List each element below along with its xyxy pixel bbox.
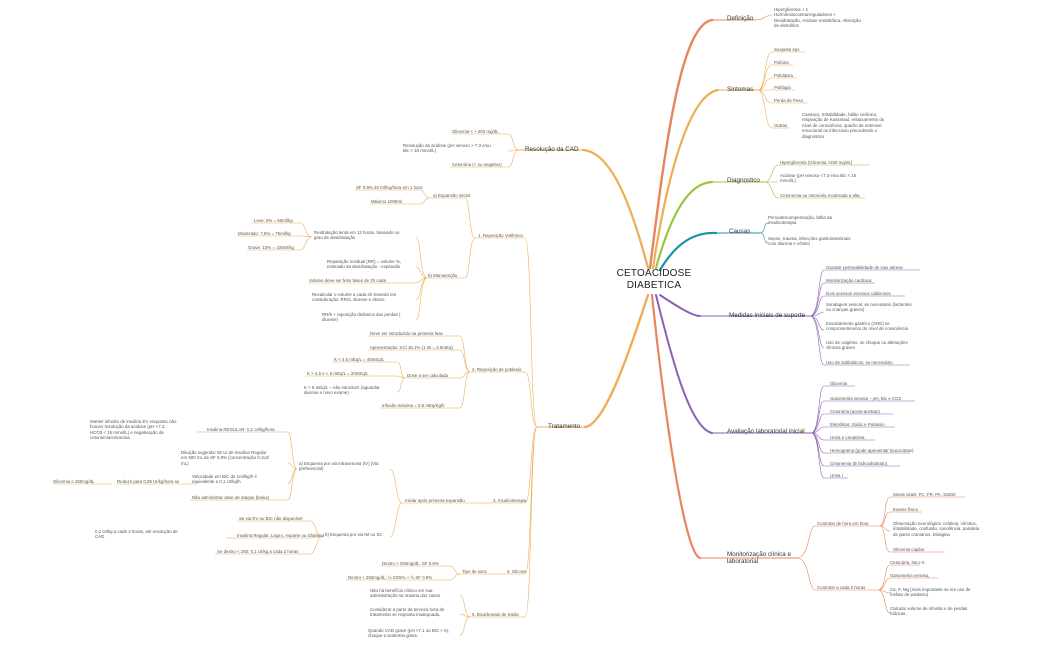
medidas-item[interactable]: Uso de oxigênio, se choque ou alterações… bbox=[826, 340, 908, 351]
expansao-item[interactable]: Máximo 1000ml bbox=[371, 199, 402, 204]
definicao-item[interactable]: Hiperglicemia + 1 Hormônioscontrarregula… bbox=[774, 7, 861, 29]
topic-avaliacao-laboratorial[interactable]: Avaliação laboratorial inicial bbox=[727, 428, 805, 435]
insulinoterapia[interactable]: 3. Insulinoterapia bbox=[493, 498, 527, 503]
medidas-item[interactable]: Monitorização cardíaca bbox=[826, 278, 872, 283]
avaliacao-item[interactable]: Gasometria venosa – pH, Bic e CO2 bbox=[830, 396, 902, 401]
avaliacao-item[interactable]: Urina I bbox=[830, 473, 843, 478]
bicarbonato-sodio[interactable]: 5. Bicarbonato de Sódio bbox=[472, 612, 519, 617]
manutencao-item[interactable]: Recalcular o volume a cada 2h levando em… bbox=[312, 292, 397, 303]
avaliacao-item[interactable]: Glicemia bbox=[830, 381, 848, 386]
monitorizacao-2h-item[interactable]: Calcular volume de infusão e de perdas h… bbox=[890, 606, 968, 617]
monitorizacao-2h-item[interactable]: Ca, P, Mg (mais importante se em uso de … bbox=[890, 587, 971, 598]
iniciar-apos-expansao[interactable]: Iniciar após primeira expansão bbox=[405, 498, 465, 503]
grau-desidratacao[interactable]: Leve: 5% = 50ml/kg bbox=[254, 218, 293, 223]
sintomas-item[interactable]: Perda de Peso bbox=[774, 98, 804, 103]
topic-sintomas[interactable]: Sintomas bbox=[727, 86, 754, 93]
velocidade-bic[interactable]: Velocidade em BIC de 1ml/kg/h é equivale… bbox=[192, 474, 257, 485]
tipo-soro[interactable]: Tipo de soro: bbox=[462, 569, 488, 574]
sc-item[interactable]: Se dextro < 250: 0,1 UI/kg a cada 2 hora… bbox=[217, 549, 299, 554]
glicose-item[interactable]: Dextro > 250mg/dL: SF 0.9% bbox=[382, 561, 439, 566]
sintomas-item[interactable]: Suspeita 4ps bbox=[774, 47, 800, 52]
potassio-item[interactable]: Apresentação: KCl 19.1% (1 ml = 2.5mEq) bbox=[370, 345, 453, 350]
bicarbonato-item[interactable]: Não há benefício clínico em sua administ… bbox=[370, 588, 441, 599]
grau-desidratacao[interactable]: Grave: 10% = 100ml/kg bbox=[248, 245, 295, 250]
causas-item[interactable]: Sepse, trauma, infecções gastrointestina… bbox=[768, 236, 851, 247]
reduzir-insulina[interactable]: Reduzir para 0,05 UI/kg/hora se bbox=[117, 479, 180, 484]
glicose[interactable]: 4. Glicose bbox=[507, 569, 527, 574]
monitorizacao-2h-item[interactable]: Cetonúria, Na e K bbox=[890, 560, 925, 565]
expansao-inicial[interactable]: a) Expansão inicial bbox=[433, 193, 470, 198]
sc-item[interactable]: Se via EV ou BIC não disponível bbox=[239, 516, 303, 521]
dose-item[interactable]: K > 6 mEq/L – não introduzir (aguardar d… bbox=[304, 385, 380, 396]
topic-medidas-iniciais[interactable]: Medidas iniciais de suporte bbox=[729, 312, 805, 319]
manter-infusao[interactable]: Manter infusão de insulina EV enquanto n… bbox=[90, 419, 177, 441]
central-topic-line2: DIABETICA bbox=[626, 280, 682, 291]
avaliacao-item[interactable]: Eletrólitos: Sódio e Potássio bbox=[830, 422, 885, 427]
dose-item[interactable]: K < 4.5 mEq/L = 40mEq/L bbox=[334, 357, 385, 362]
potassio-item[interactable]: Deve ser introduzido na primeira fase bbox=[370, 331, 443, 336]
manutencao-item[interactable]: RR/6 + reposição dinâmica das perdas ( d… bbox=[322, 312, 401, 323]
monitorizacao-2h-item[interactable]: Gasometria venosa, bbox=[890, 573, 930, 578]
resolucao-item[interactable]: Glicemia < + 200 mg/dL bbox=[452, 129, 499, 134]
avaliacao-item[interactable]: Cetonúria (aceto-acetato) bbox=[830, 409, 880, 414]
avaliacao-item[interactable]: Cetonemia (B hidroxibutirato) bbox=[830, 461, 888, 466]
manutencao-item[interactable]: Reparação residual (RR) = volume %, esti… bbox=[327, 259, 402, 270]
reidratacao-lenta[interactable]: Reidratação lenta em 12 horas, baseado n… bbox=[314, 230, 400, 241]
topic-resolucao-cad[interactable]: Resolução da CAD bbox=[525, 146, 579, 153]
monitorizacao-hora-item[interactable]: Observação neurológica: cefaleia, vômito… bbox=[893, 521, 980, 537]
reposicao-volemica[interactable]: 1. Reposição Volêmica bbox=[478, 233, 523, 238]
monitorizacao-hora-item[interactable]: Exame físico bbox=[893, 507, 919, 512]
diagnostico-item[interactable]: Hiperglicemia (Glicemia >200 mg/dL) bbox=[780, 160, 853, 165]
medidas-item[interactable]: Esvaziamento gástrico (SNG) se compromet… bbox=[826, 321, 909, 332]
sintomas-outras-label[interactable]: Outras bbox=[774, 123, 788, 128]
topic-tratamento[interactable]: Tratamento bbox=[548, 423, 580, 430]
sc-dose[interactable]: 0,2 UI/kg a cada 2 horas, até resolução … bbox=[95, 529, 178, 540]
dose-item[interactable]: K > 4.5 e < 6 mEq/L = 20mEq/L bbox=[307, 371, 369, 376]
insulina-regular[interactable]: Insulina REGULAR: 0,1 UI/kg/hora bbox=[207, 427, 275, 432]
glicose-item[interactable]: Dextro < 250mg/dL: ½ SG5% + ½ SF 0.9% bbox=[348, 575, 433, 580]
esquema-sc[interactable]: b) Esquema por via IM ou SC bbox=[325, 532, 383, 537]
diagnostico-item[interactable]: Acidose (pH venoso <7.3 e/ou Bic < 15 mm… bbox=[780, 173, 857, 184]
central-topic[interactable]: CETOACIDOSE DIABETICA bbox=[604, 268, 704, 292]
resolucao-item[interactable]: Cetonúria (+ ou negativo) bbox=[452, 162, 502, 167]
central-topic-line1: CETOACIDOSE bbox=[616, 268, 692, 279]
esquema-iv[interactable]: a) Esquema por via Intravenosa (IV) (Via… bbox=[299, 461, 379, 472]
resolucao-item[interactable]: Resolução da acidose (pH venoso > 7.3 e/… bbox=[403, 143, 491, 154]
expansao-item[interactable]: SF 0.9% 20 ml/Kg/hora em 1 hora bbox=[356, 185, 423, 190]
medidas-item[interactable]: Dois acessos venosos calibrosos bbox=[826, 291, 891, 296]
medidas-item[interactable]: Sondagem vesical, se necessário (lactent… bbox=[826, 302, 912, 313]
reposicao-potassio[interactable]: 2. Reposição de potássio bbox=[472, 367, 522, 372]
manutencao-item[interactable]: Volume deve ser feito fases de 2h cada bbox=[309, 278, 386, 283]
sintomas-item[interactable]: Poliúria bbox=[774, 60, 789, 65]
sintomas-outras-text[interactable]: Cansaço, Irritabilidade, hálito cetônico… bbox=[802, 112, 885, 139]
bicarbonato-item[interactable]: Considerar a partir da terceira hora de … bbox=[370, 607, 445, 618]
monitorizacao-2h-label[interactable]: Controlar a cada 2 horas bbox=[817, 585, 866, 590]
topic-diagnostico[interactable]: Diagnostico bbox=[727, 177, 760, 184]
sintomas-item[interactable]: Polidipsia bbox=[774, 73, 793, 78]
topic-monitorizacao[interactable]: Monitorização clínica e laboratorial bbox=[727, 551, 792, 565]
manutencao[interactable]: b) Manutenção bbox=[428, 273, 458, 278]
diluicao-sugerida[interactable]: Diluição sugerida: 50 UI de insulina Reg… bbox=[181, 450, 269, 466]
glicemia-limite[interactable]: Glicemia ≤ 250mg/dL bbox=[53, 479, 95, 484]
medidas-item[interactable]: Uso de antibióticos, se necessário bbox=[826, 360, 893, 365]
topic-definicao[interactable]: Definição bbox=[727, 15, 754, 22]
grau-desidratacao[interactable]: Moderado: 7,5% = 75ml/kg bbox=[238, 231, 291, 236]
potassio-item[interactable]: Infusão máxima = 0.5 mEq/Kg/h bbox=[382, 403, 445, 408]
monitorizacao-hora-label[interactable]: Controlar de hora em hora bbox=[817, 521, 869, 526]
monitorizacao-hora-item[interactable]: Glicemia capilar bbox=[893, 547, 925, 552]
sintomas-item[interactable]: Polifagia bbox=[774, 85, 791, 90]
bicarbonato-item[interactable]: Quando CAD grave (pH <7.1 ou BIC < 5), c… bbox=[368, 628, 450, 639]
causas-item[interactable]: Primodescompensação, falha da insulinote… bbox=[768, 215, 832, 226]
avaliacao-item[interactable]: Ureia e creatinina bbox=[830, 435, 865, 440]
monitorizacao-hora-item[interactable]: Sinais vitais: FC, FR, PA, SatO2 bbox=[893, 492, 956, 497]
topic-causas[interactable]: Causas bbox=[729, 228, 751, 235]
sc-item[interactable]: Insulina Regular, Lispro, Asparte ou Glu… bbox=[237, 533, 325, 538]
diagnostico-item[interactable]: Cetonemia ou cetonúria moderada a alta bbox=[780, 193, 860, 198]
medidas-item[interactable]: Garantir permeabilidade de vias aéreas bbox=[826, 265, 903, 270]
dose-calculada[interactable]: Dose a ser calculada bbox=[407, 373, 449, 378]
avaliacao-item[interactable]: Hemograma (pode apresentar leucocitose) bbox=[830, 448, 914, 453]
sem-dose-ataque[interactable]: Não administrar dose de ataque (bolus) bbox=[192, 495, 270, 500]
